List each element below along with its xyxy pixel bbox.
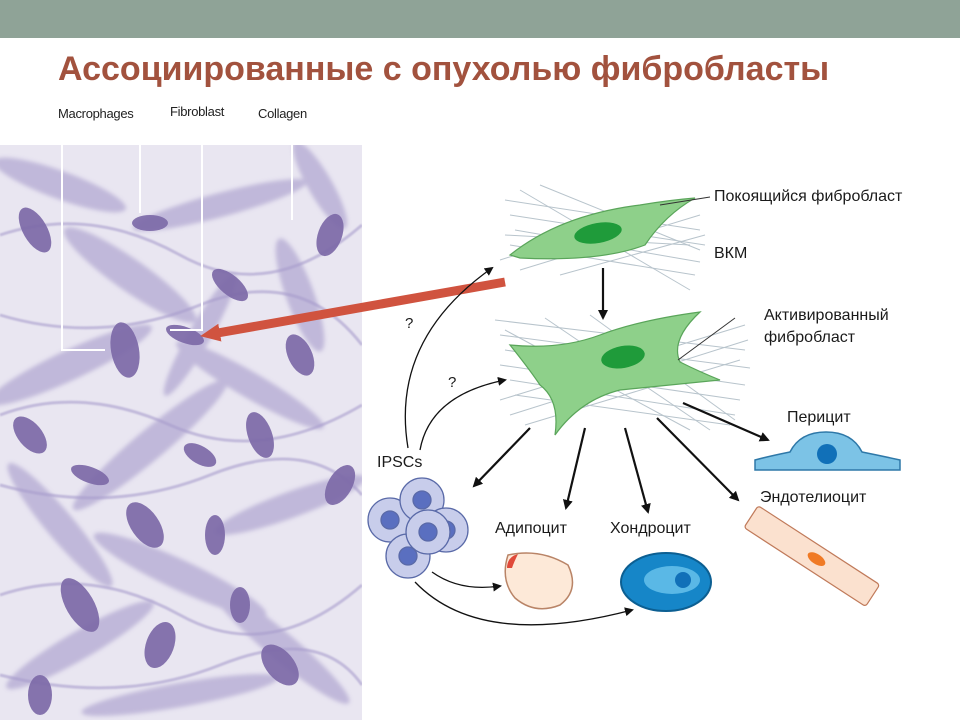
chondrocyte-label: Хондроцит <box>610 520 691 537</box>
slide-title: Ассоциированные с опухолью фибробласты <box>58 50 830 88</box>
activated-fibroblast-label-line2: фибробласт <box>764 329 856 346</box>
ipsc-to-resting-arrow <box>404 266 494 449</box>
ecm-mesh-bottom <box>494 314 751 431</box>
to-pericyte-arrow <box>682 401 770 442</box>
top-bar <box>0 0 960 38</box>
chondrocyte-nucleus <box>675 572 691 588</box>
ecm-mesh-top <box>499 184 706 291</box>
to-chondrocyte-arrow <box>623 427 651 514</box>
ipsc-to-activated-arrow <box>419 376 507 451</box>
activated-fibroblast-label-line1: Активированный <box>764 307 889 324</box>
ipscs-label: IPSCs <box>377 454 423 471</box>
endotheliocyte-label: Эндотелиоцит <box>760 489 867 506</box>
macrophages-label: Macrophages <box>58 106 134 121</box>
to-ipsc-arrow <box>472 427 531 488</box>
pericyte-nucleus <box>817 444 837 464</box>
histology-micrograph <box>0 145 362 720</box>
ipsc-to-chondrocyte-arrow <box>414 581 634 626</box>
adipocyte-label: Адипоцит <box>495 520 567 537</box>
question-mark-2: ? <box>448 374 457 391</box>
chondrocyte-cell <box>620 552 712 612</box>
label-leader-lines <box>61 122 293 145</box>
adipocyte-cell <box>504 552 574 610</box>
to-endotheliocyte-arrow <box>656 417 740 502</box>
resting-fibroblast-nucleus <box>574 222 622 244</box>
resting-fibroblast-label: Покоящийся фибробласт <box>714 188 903 205</box>
pericyte-cell <box>754 431 901 471</box>
pericyte-label: Перицит <box>787 409 851 426</box>
activated-fibroblast-pointer <box>677 317 736 361</box>
ecm-label: ВКМ <box>714 245 748 262</box>
ipsc-cluster <box>367 477 469 579</box>
question-mark-1: ? <box>405 315 414 332</box>
ipsc-to-adipocyte-arrow <box>431 571 502 592</box>
chondrocyte-lacuna <box>644 566 700 594</box>
collagen-label: Collagen <box>258 106 307 121</box>
micrograph-image <box>0 145 362 720</box>
fibroblast-label: Fibroblast <box>170 104 225 119</box>
activated-fibroblast-nucleus <box>601 345 645 369</box>
resting-fibroblast-pointer <box>659 196 711 206</box>
activated-fibroblast-cell <box>508 311 721 436</box>
endotheliocyte-cell <box>744 506 880 606</box>
to-adipocyte-arrow <box>562 427 587 510</box>
resting-fibroblast-cell <box>508 197 696 260</box>
adipocyte-nucleus <box>507 554 518 568</box>
